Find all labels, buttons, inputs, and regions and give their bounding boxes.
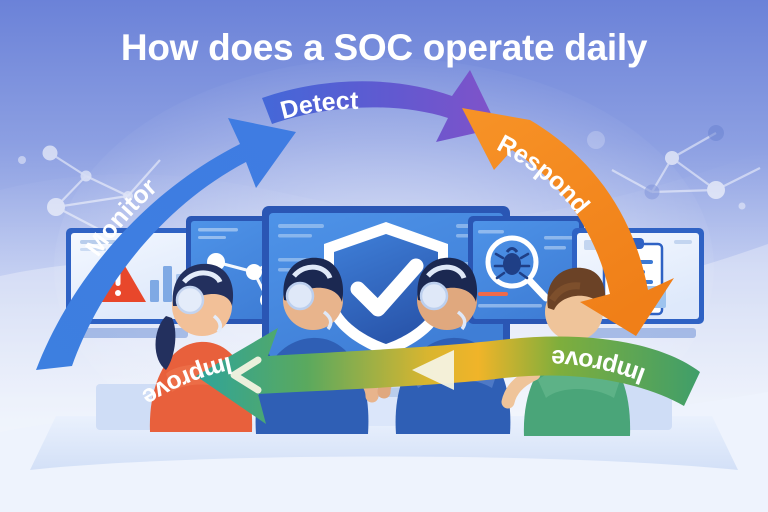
page-title: How does a SOC operate daily [121, 27, 648, 68]
network-decor-right [587, 125, 761, 210]
network-decor-left [18, 145, 161, 233]
title-text: How does a SOC operate daily [121, 27, 648, 68]
magnifier-bug-icon [485, 235, 550, 302]
workstation-desk [0, 384, 768, 512]
shield-check-icon [324, 222, 448, 356]
